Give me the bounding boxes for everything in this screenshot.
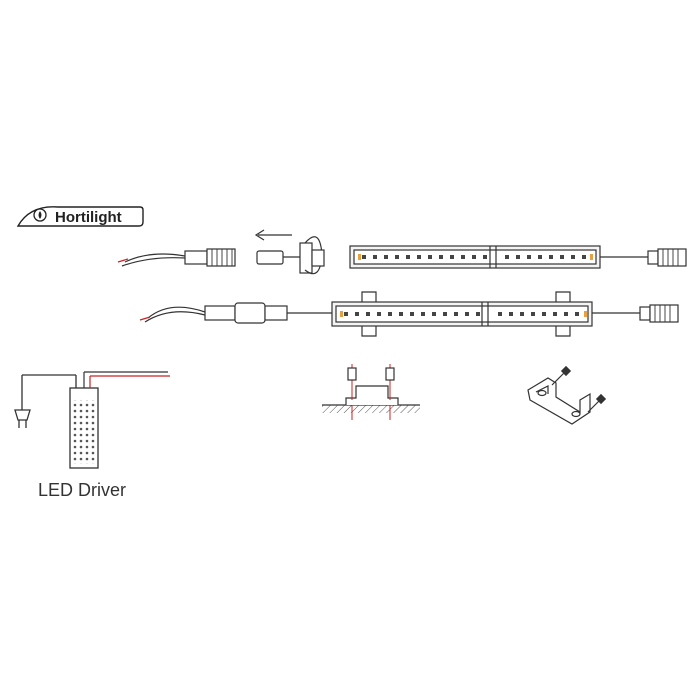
led-driver-box bbox=[69, 371, 170, 469]
led-chip bbox=[549, 255, 553, 259]
led-chips-row-2 bbox=[340, 311, 587, 317]
led-chip bbox=[571, 255, 575, 259]
led-chip bbox=[450, 255, 454, 259]
strip-row-2 bbox=[139, 291, 679, 337]
led-chip bbox=[388, 312, 392, 316]
led-chip bbox=[399, 312, 403, 316]
led-chip bbox=[465, 312, 469, 316]
led-chip bbox=[439, 255, 443, 259]
led-chip bbox=[575, 312, 579, 316]
led-chip bbox=[472, 255, 476, 259]
strip-row-1 bbox=[117, 229, 687, 275]
led-chip bbox=[527, 255, 531, 259]
led-chip bbox=[366, 312, 370, 316]
led-chip bbox=[582, 255, 586, 259]
led-chip bbox=[384, 255, 388, 259]
led-chip bbox=[373, 255, 377, 259]
led-chip bbox=[538, 255, 542, 259]
led-chip bbox=[406, 255, 410, 259]
led-chip bbox=[432, 312, 436, 316]
led-chip bbox=[553, 312, 557, 316]
screw-icon bbox=[347, 364, 357, 420]
screw-icon bbox=[587, 393, 607, 413]
clip-3d-view bbox=[527, 365, 607, 425]
led-driver-label: LED Driver bbox=[38, 480, 127, 500]
led-chip bbox=[531, 312, 535, 316]
led-chip bbox=[417, 255, 421, 259]
led-chip bbox=[395, 255, 399, 259]
strip-end-marker bbox=[358, 254, 361, 260]
strip-end-marker bbox=[590, 254, 593, 260]
led-chip bbox=[516, 255, 520, 259]
led-chip bbox=[542, 312, 546, 316]
led-chip bbox=[498, 312, 502, 316]
led-chip bbox=[421, 312, 425, 316]
screw-icon bbox=[551, 365, 572, 386]
led-chip bbox=[344, 312, 348, 316]
led-chips-row-1 bbox=[358, 254, 593, 260]
power-plug-icon bbox=[14, 374, 77, 428]
arrow-left-icon bbox=[254, 229, 292, 241]
clip-side-view bbox=[322, 364, 420, 420]
led-chip bbox=[355, 312, 359, 316]
screw-icon bbox=[385, 364, 395, 420]
led-chip bbox=[428, 255, 432, 259]
led-chip bbox=[362, 255, 366, 259]
strip-end-marker bbox=[584, 311, 587, 317]
led-chip bbox=[560, 255, 564, 259]
led-chip bbox=[505, 255, 509, 259]
led-chip bbox=[410, 312, 414, 316]
led-chip bbox=[461, 255, 465, 259]
led-chip bbox=[443, 312, 447, 316]
led-chip bbox=[509, 312, 513, 316]
led-chip bbox=[476, 312, 480, 316]
led-chip bbox=[377, 312, 381, 316]
brand-name: Hortilight bbox=[55, 209, 122, 226]
mounting-clip-right bbox=[555, 291, 571, 337]
strip-end-marker bbox=[340, 311, 343, 317]
mounting-clip-left bbox=[361, 291, 377, 337]
led-chip bbox=[564, 312, 568, 316]
brand-logo: Hortilight bbox=[16, 206, 144, 227]
led-chip bbox=[454, 312, 458, 316]
led-chip bbox=[520, 312, 524, 316]
plant-drop-icon bbox=[33, 208, 47, 222]
led-chip bbox=[483, 255, 487, 259]
